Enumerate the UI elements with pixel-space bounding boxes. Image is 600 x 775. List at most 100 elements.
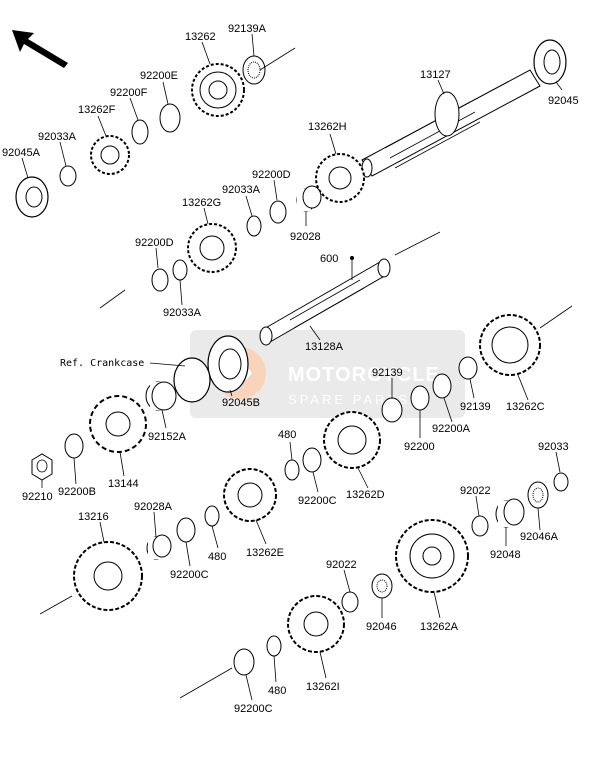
- needle-bearing-92139A: [242, 55, 266, 85]
- circlip-480-b: [204, 505, 220, 527]
- washer-92200E: [159, 103, 181, 133]
- label-92139: 92139: [372, 367, 403, 379]
- gear-13262E: [223, 468, 277, 522]
- label-92139A: 92139A: [228, 23, 267, 35]
- bushing-92048: [495, 498, 525, 528]
- gear-13262: [191, 63, 245, 117]
- label-13128A: 13128A: [305, 341, 344, 353]
- reference-crankcase-label: Ref. Crankcase: [60, 358, 144, 369]
- axis-line: [39, 595, 73, 615]
- shaft-13128A: [259, 258, 391, 346]
- label-13262D: 13262D: [346, 489, 385, 501]
- label-92045: 92045: [548, 95, 579, 107]
- sprocket-13144: [89, 395, 147, 453]
- axis-line: [99, 289, 126, 309]
- label-92045A: 92045A: [2, 147, 41, 159]
- shaft-13127: [361, 69, 541, 178]
- label-92046A: 92046A: [520, 531, 559, 543]
- needle-bearing-92139: [381, 397, 403, 423]
- label-13262: 13262: [185, 31, 216, 43]
- gear-13262H: [315, 153, 365, 203]
- label-92200E: 92200E: [140, 70, 178, 82]
- nut-92210: [31, 453, 53, 481]
- circlip-92033A-top: [59, 165, 77, 187]
- label-92028A: 92028A: [134, 501, 173, 513]
- label-480-b: 480: [208, 551, 226, 563]
- label-92033: 92033: [538, 441, 569, 453]
- gear-13262F: [90, 135, 130, 175]
- gear-13262A: [395, 519, 469, 593]
- leader-lines: [21, 33, 563, 701]
- label-92200B: 92200B: [58, 486, 96, 498]
- circlip-92033: [553, 472, 569, 492]
- circlip-480-a: [284, 459, 300, 481]
- circlip-480-c: [266, 635, 282, 657]
- bearing-92045A: [15, 176, 49, 218]
- label-13127: 13127: [420, 69, 451, 81]
- label-92200C-b: 92200C: [170, 569, 209, 581]
- label-92200D-top: 92200D: [252, 169, 291, 181]
- label-92200F: 92200F: [110, 87, 148, 99]
- label-92210: 92210: [22, 491, 53, 503]
- oil-seal-600-marker: [350, 256, 354, 260]
- lower-left-cluster: [39, 468, 277, 615]
- washer-92200C-b: [176, 517, 196, 543]
- label-92033A-mid: 92033A: [222, 184, 261, 196]
- washer-92200F: [131, 119, 149, 145]
- label-600: 600: [320, 253, 338, 265]
- label-92200C-a: 92200C: [298, 495, 337, 507]
- label-480-c: 480: [268, 685, 286, 697]
- circlip-92033A-mid: [246, 215, 262, 237]
- label-13262I: 13262I: [306, 681, 340, 693]
- label-92028: 92028: [290, 231, 321, 243]
- washer-92200B: [64, 433, 84, 459]
- washer-92200D-left: [151, 268, 169, 292]
- label-13262A: 13262A: [420, 621, 459, 633]
- label-13144: 13144: [108, 478, 139, 490]
- washer-92200: [410, 385, 430, 411]
- label-92046: 92046: [366, 621, 397, 633]
- label-92200: 92200: [404, 441, 435, 453]
- label-92033A-top: 92033A: [38, 131, 77, 143]
- reference-leader-line: [149, 362, 186, 367]
- label-92200A: 92200A: [432, 423, 471, 435]
- needle-bearing-92139-b: [458, 356, 478, 380]
- gear-13262D: [323, 411, 381, 469]
- circlip-92033A-low: [172, 259, 188, 281]
- upper-shaft-assembly: [15, 39, 567, 309]
- gear-13262C: [479, 314, 541, 376]
- lower-right-cluster: [179, 472, 569, 699]
- washer-92200C-a: [302, 447, 322, 473]
- label-13262E: 13262E: [246, 547, 284, 559]
- watermark-title: MOTORCYCLE: [288, 364, 440, 386]
- washer-92200D-top: [269, 200, 287, 224]
- axis-line: [259, 47, 296, 71]
- axis-line: [179, 667, 233, 699]
- label-92022-b: 92022: [326, 559, 357, 571]
- label-92200C-c: 92200C: [234, 703, 273, 715]
- label-92152A: 92152A: [148, 431, 187, 443]
- washer-92022-a: [471, 515, 489, 537]
- label-480-a: 480: [278, 429, 296, 441]
- needle-bearing-92046: [371, 573, 393, 599]
- label-92045B: 92045B: [222, 397, 260, 409]
- part-labels: 13262 92139A 92200E 92200F 13262F 92033A…: [2, 23, 579, 715]
- middle-shaft-assembly: [31, 231, 441, 481]
- label-13262G: 13262G: [182, 197, 221, 209]
- watermark-subtitle: SPARE PARTS: [288, 392, 410, 407]
- gear-13262G: [187, 223, 237, 273]
- crankcase-ring: [173, 357, 211, 403]
- washer-92200A: [432, 373, 452, 399]
- label-13216: 13216: [78, 511, 109, 523]
- washer-92022-b: [341, 591, 359, 613]
- label-92200D-left: 92200D: [135, 237, 174, 249]
- washer-92200C-c: [233, 648, 255, 676]
- label-92033A-low: 92033A: [163, 307, 202, 319]
- bushing-92028: [296, 185, 322, 212]
- label-13262H: 13262H: [308, 121, 347, 133]
- label-92022-a: 92022: [460, 485, 491, 497]
- bushing-92028A: [146, 534, 172, 560]
- label-13262F: 13262F: [78, 104, 116, 116]
- collar-92152A: [145, 381, 177, 411]
